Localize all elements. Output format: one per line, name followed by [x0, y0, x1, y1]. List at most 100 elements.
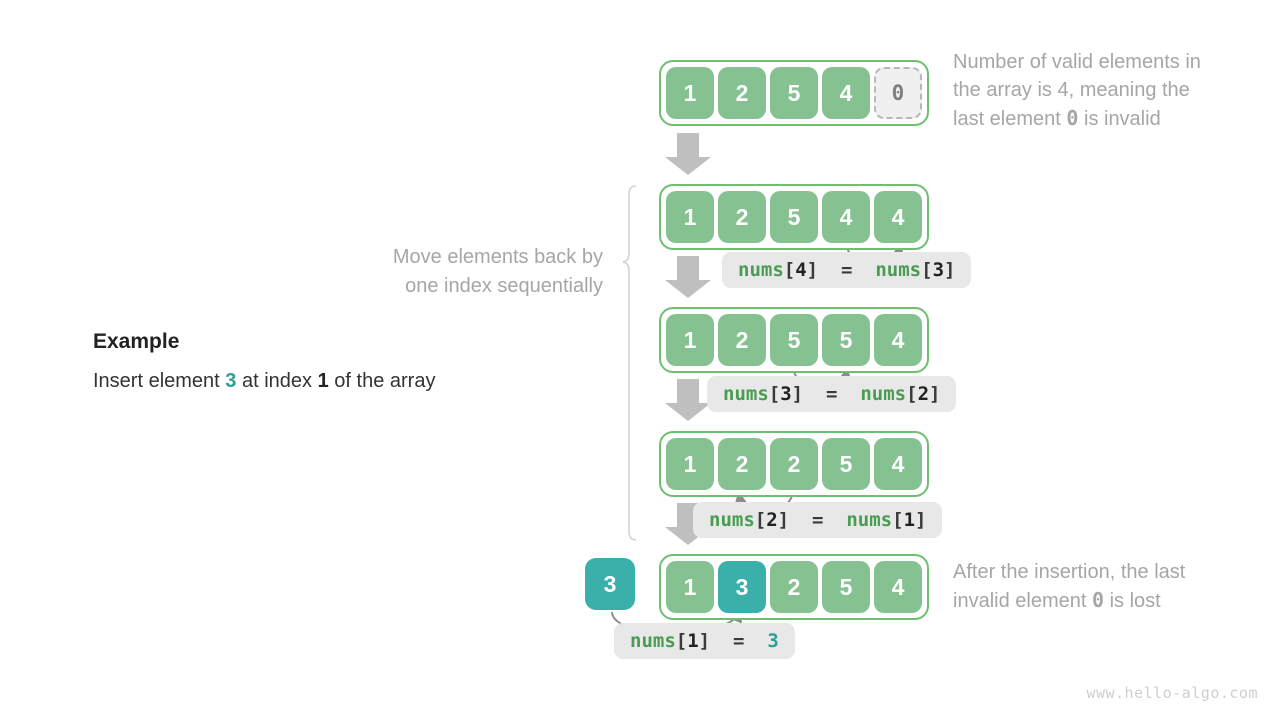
array-cell[interactable]: 4 [874, 314, 922, 366]
array-cell[interactable]: 1 [666, 67, 714, 119]
array-row-final: 1 3 2 5 4 [659, 554, 929, 620]
code-index: 2 [917, 383, 930, 405]
code-space [852, 259, 875, 281]
down-arrow-1 [665, 133, 711, 175]
example-index: 1 [317, 370, 329, 392]
code-index: 1 [687, 630, 699, 652]
side-label-line1: Move elements back by [392, 246, 603, 268]
note-top: Number of valid elements in the array is… [953, 48, 1263, 133]
array-cell[interactable]: 5 [770, 191, 818, 243]
note-bottom-line2-post: is lost [1104, 590, 1161, 612]
example-heading: Example [93, 330, 180, 353]
example-description: Insert element 3 at index 1 of the array [93, 370, 435, 393]
array-row-step2: 1 2 5 5 4 [659, 307, 929, 373]
code-bracket: ] [806, 259, 819, 281]
example-post: of the array [328, 370, 436, 392]
note-top-line3-post: is invalid [1078, 108, 1161, 130]
array-cell[interactable]: 2 [718, 438, 766, 490]
grouping-brace [622, 185, 637, 541]
code-ident: nums [846, 509, 893, 531]
code-bracket: [ [768, 383, 781, 405]
array-cell[interactable]: 4 [874, 191, 922, 243]
array-cell[interactable]: 5 [770, 314, 818, 366]
array-cell[interactable]: 2 [770, 438, 818, 490]
code-chip-3: nums[2] = nums[1] [693, 502, 943, 538]
note-top-line2: the array is 4, meaning the [953, 79, 1190, 101]
array-cell[interactable]: 4 [874, 561, 922, 613]
note-top-line1: Number of valid elements in [953, 51, 1201, 73]
code-bracket: ] [791, 383, 804, 405]
code-ident: nums [630, 630, 676, 652]
array-cell[interactable]: 2 [718, 314, 766, 366]
array-cell[interactable]: 1 [666, 314, 714, 366]
code-space [744, 630, 767, 652]
example-mid: at index [236, 370, 318, 392]
down-arrow-2 [665, 256, 711, 298]
code-bracket: ] [915, 509, 927, 531]
array-cell[interactable]: 5 [822, 561, 870, 613]
array-cell[interactable]: 2 [770, 561, 818, 613]
code-equals-sign: = [733, 630, 745, 652]
site-watermark: www.hello-algo.com [1086, 684, 1258, 702]
array-cell[interactable]: 4 [874, 438, 922, 490]
note-bottom-code: 0 [1091, 588, 1105, 612]
down-arrow-3 [665, 379, 711, 421]
array-cell[interactable]: 1 [666, 191, 714, 243]
array-cell[interactable]: 4 [822, 67, 870, 119]
side-label-line2: one index sequentially [405, 275, 603, 297]
code-index: 3 [932, 259, 945, 281]
code-bracket: ] [698, 630, 711, 652]
code-index: 4 [795, 259, 807, 281]
code-equals-sign: = [826, 383, 838, 405]
code-equals-sign: = [812, 509, 824, 531]
array-row-step3: 1 2 2 5 4 [659, 431, 929, 497]
code-index: 2 [766, 509, 778, 531]
note-top-line3: last element 0 is invalid [953, 104, 1263, 133]
array-cell-invalid[interactable]: 0 [874, 67, 922, 119]
note-bottom-line2-pre: invalid element [953, 590, 1092, 612]
code-bracket: [ [675, 630, 688, 652]
array-cell-inserted[interactable]: 3 [718, 561, 766, 613]
code-bracket: [ [783, 259, 796, 281]
array-cell[interactable]: 1 [666, 561, 714, 613]
code-space [837, 383, 860, 405]
note-bottom-line1: After the insertion, the last [953, 561, 1186, 583]
array-cell[interactable]: 2 [718, 67, 766, 119]
code-equals-sign: = [841, 259, 853, 281]
code-index: 1 [903, 509, 916, 531]
code-index: 3 [780, 383, 792, 405]
code-ident: nums [709, 509, 755, 531]
code-chip-2: nums[3] = nums[2] [707, 376, 957, 412]
code-bracket: [ [754, 509, 767, 531]
array-cell[interactable]: 5 [822, 438, 870, 490]
code-ident: nums [875, 259, 922, 281]
code-value: 3 [767, 630, 779, 652]
code-ident: nums [860, 383, 907, 405]
code-bracket: [ [906, 383, 918, 405]
code-chip-4: nums[1] = 3 [614, 623, 795, 659]
code-ident: nums [723, 383, 769, 405]
code-bracket: ] [777, 509, 790, 531]
note-top-line3-pre: last element [953, 108, 1067, 130]
code-equals [818, 259, 841, 281]
code-bracket: ] [929, 383, 941, 405]
note-top-code: 0 [1066, 106, 1079, 130]
code-bracket: [ [892, 509, 904, 531]
insert-value-box[interactable]: 3 [585, 558, 635, 610]
code-bracket: ] [944, 259, 956, 281]
array-cell[interactable]: 4 [822, 191, 870, 243]
array-cell[interactable]: 5 [822, 314, 870, 366]
code-ident: nums [738, 259, 784, 281]
code-space [823, 509, 846, 531]
array-cell[interactable]: 2 [718, 191, 766, 243]
note-bottom: After the insertion, the last invalid el… [953, 558, 1263, 615]
example-value: 3 [225, 370, 237, 392]
code-chip-1: nums[4] = nums[3] [722, 252, 972, 288]
array-row-initial: 1 2 5 4 0 [659, 60, 929, 126]
array-cell[interactable]: 1 [666, 438, 714, 490]
code-space [710, 630, 733, 652]
note-bottom-line2: invalid element 0 is lost [953, 586, 1263, 615]
code-bracket: [ [921, 259, 933, 281]
array-cell[interactable]: 5 [770, 67, 818, 119]
